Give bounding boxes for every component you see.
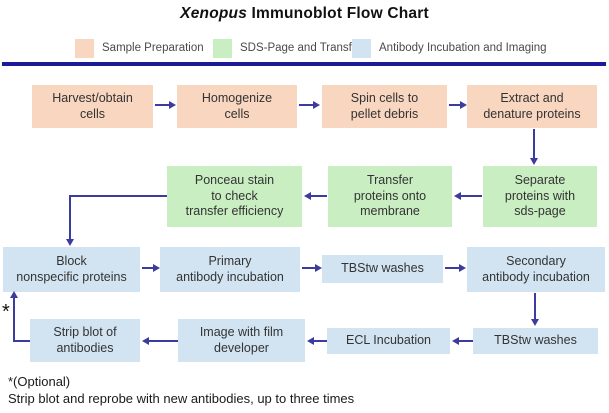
- optional-asterisk-marker: *: [2, 301, 10, 323]
- arrow-image-to-strip: [149, 340, 178, 342]
- arrow-harvest-to-homogenize: [155, 104, 169, 106]
- arrowhead-transfer-to-ponceau: [304, 192, 311, 200]
- node-primary-antibody: Primary antibody incubation: [160, 247, 300, 292]
- node-image-film: Image with film developer: [178, 319, 305, 362]
- arrowhead-secondary-to-tbstw2: [531, 319, 539, 326]
- arrow-homogenize-to-spin: [299, 104, 313, 106]
- title-rest: Immunoblot Flow Chart: [247, 5, 429, 22]
- node-tbstw-washes-2: TBStw washes: [473, 328, 598, 354]
- node-ecl-incubation: ECL Incubation: [327, 328, 450, 354]
- arrow-ponceau-to-block-vertical: [69, 195, 71, 239]
- arrowhead-ecl-to-image: [307, 337, 314, 345]
- arrow-tbstw1-to-secondary: [445, 267, 459, 269]
- arrowhead-ponceau-to-block: [66, 239, 74, 246]
- node-homogenize-cells: Homogenize cells: [177, 85, 297, 128]
- node-tbstw-washes-1: TBStw washes: [322, 255, 443, 283]
- node-harvest-cells: Harvest/obtain cells: [32, 85, 153, 128]
- arrow-spin-to-extract: [449, 104, 460, 106]
- arrow-block-to-primary: [142, 267, 153, 269]
- arrow-tbstw2-to-ecl: [459, 340, 473, 342]
- legend-label-antibody-imaging: Antibody Incubation and Imaging: [379, 42, 547, 54]
- arrow-transfer-to-ponceau: [311, 195, 327, 197]
- node-strip-blot: Strip blot of antibodies: [30, 319, 140, 362]
- legend-swatch-antibody-imaging: [352, 38, 371, 58]
- arrowhead-block-to-primary: [153, 264, 160, 272]
- node-secondary-antibody: Secondary antibody incubation: [467, 247, 605, 292]
- arrow-strip-to-block-horizontal: [14, 340, 30, 342]
- arrowhead-separate-to-transfer: [454, 192, 461, 200]
- node-block-proteins: Block nonspecific proteins: [3, 247, 140, 292]
- arrowhead-tbstw2-to-ecl: [452, 337, 459, 345]
- arrow-extract-to-separate: [533, 129, 535, 158]
- node-spin-cells: Spin cells to pellet debris: [322, 85, 447, 128]
- node-ponceau-stain: Ponceau stain to check transfer efficien…: [167, 166, 302, 227]
- legend-item-sample-preparation: Sample Preparation: [75, 38, 204, 58]
- arrow-strip-to-block-vertical: [13, 297, 15, 342]
- arrowhead-homogenize-to-spin: [313, 101, 320, 109]
- legend-swatch-sds-page-transfer: [213, 38, 232, 58]
- arrowhead-strip-to-block: [10, 291, 18, 298]
- arrow-ecl-to-image: [314, 340, 327, 342]
- footnote-optional: *(Optional): [8, 374, 71, 389]
- legend-label-sds-page-transfer: SDS-Page and Transfer: [240, 42, 363, 54]
- legend-label-sample-preparation: Sample Preparation: [102, 42, 204, 54]
- node-transfer-membrane: Transfer proteins onto membrane: [328, 166, 452, 227]
- legend-swatch-sample-preparation: [75, 38, 94, 58]
- arrowhead-spin-to-extract: [460, 101, 467, 109]
- page-title: Xenopus Immunoblot Flow Chart: [0, 5, 609, 23]
- node-separate-sdspage: Separate proteins with sds-page: [483, 166, 597, 227]
- footnote-strip-reprobe: Strip blot and reprobe with new antibodi…: [8, 391, 355, 406]
- arrow-secondary-to-tbstw2: [534, 293, 536, 319]
- arrowhead-tbstw1-to-secondary: [459, 264, 466, 272]
- divider-line: [2, 62, 606, 66]
- arrow-ponceau-to-block-horizontal: [70, 195, 167, 197]
- legend-item-antibody-imaging: Antibody Incubation and Imaging: [352, 38, 547, 58]
- arrowhead-image-to-strip: [142, 337, 149, 345]
- legend-item-sds-page-transfer: SDS-Page and Transfer: [213, 38, 362, 58]
- arrowhead-extract-to-separate: [530, 158, 538, 165]
- arrow-separate-to-transfer: [461, 195, 482, 197]
- arrowhead-primary-to-tbstw1: [315, 264, 322, 272]
- title-italic-word: Xenopus: [180, 5, 248, 22]
- arrowhead-harvest-to-homogenize: [169, 101, 176, 109]
- node-extract-proteins: Extract and denature proteins: [467, 85, 597, 128]
- arrow-primary-to-tbstw1: [302, 267, 315, 269]
